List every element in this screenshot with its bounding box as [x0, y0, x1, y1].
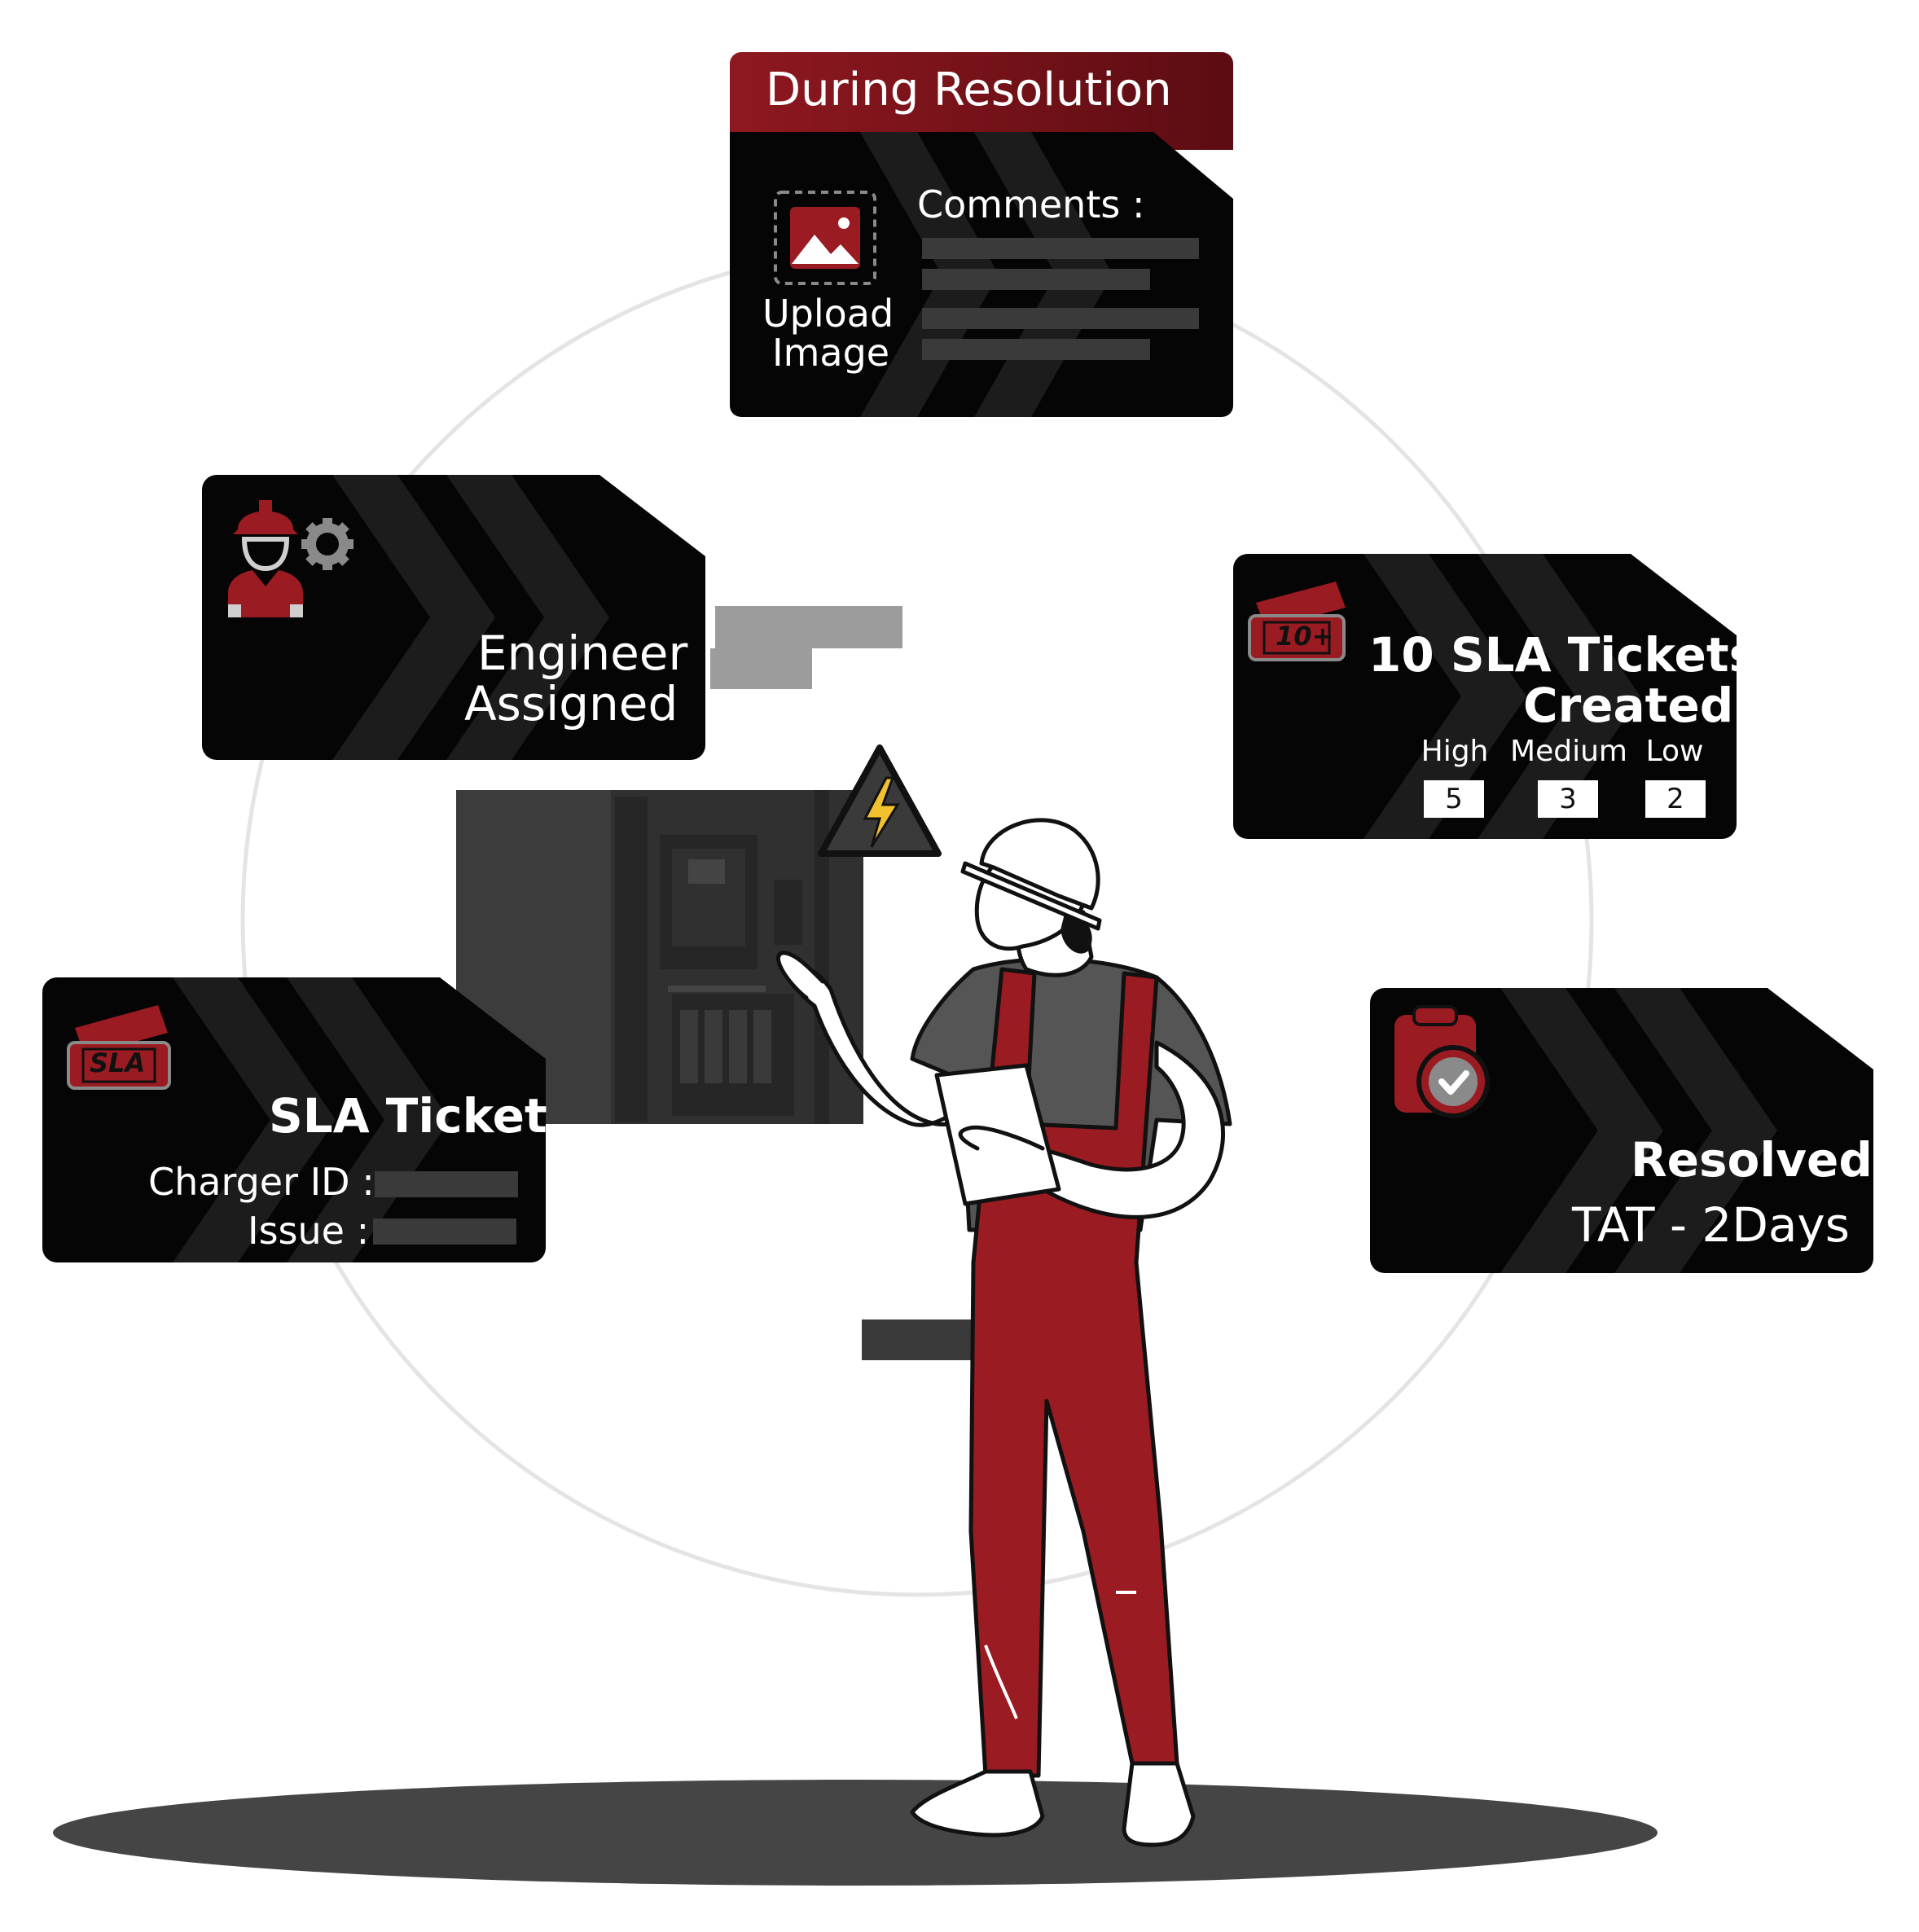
comment-line [922, 339, 1150, 360]
sla-ticket-title: SLA Ticket [269, 1088, 547, 1144]
image-upload-icon [774, 191, 876, 285]
gray-block [710, 648, 812, 689]
priority-label-high: High [1421, 735, 1489, 768]
resolved-card [1370, 988, 1873, 1273]
during-resolution-title: During Resolution [766, 64, 1172, 116]
comment-line [922, 238, 1199, 259]
priority-count-medium: 3 [1538, 780, 1598, 818]
priority-count-high: 5 [1424, 780, 1484, 818]
comments-label: Comments : [917, 182, 1145, 226]
resolved-title: Resolved [1631, 1132, 1873, 1188]
charger-id-value [375, 1171, 518, 1197]
clipboard-check-icon [1394, 1005, 1490, 1118]
sla-tickets-created-line2: Created [1523, 678, 1734, 733]
priority-count-low: 2 [1645, 780, 1706, 818]
issue-value [373, 1218, 516, 1245]
engineer-gear-icon [228, 500, 354, 617]
engineer-assigned-line1: Engineer [477, 626, 688, 681]
during-resolution-card: During Resolution Upload Image Comments … [730, 52, 1233, 417]
ticket-badge: 10+ [1276, 621, 1334, 652]
sla-badge: SLA [90, 1047, 146, 1078]
engineer-assigned-line2: Assigned [464, 676, 678, 731]
gray-block [715, 606, 902, 648]
upload-label-line2: Image [772, 331, 890, 375]
sla-tickets-created-line1: 10 SLA Tickets [1368, 627, 1758, 683]
sla-ticket-icon [67, 1005, 171, 1090]
comment-line [922, 308, 1199, 329]
ticket-stack-icon [1248, 582, 1346, 661]
upload-label-line1: Upload [762, 292, 894, 336]
comment-line [922, 269, 1150, 290]
issue-label: Issue : [248, 1209, 370, 1253]
charger-id-label: Charger ID : [148, 1160, 375, 1204]
priority-label-low: Low [1645, 735, 1704, 768]
resolved-tat: TAT - 2Days [1572, 1197, 1850, 1253]
dark-block [862, 1319, 976, 1360]
high-voltage-warning-icon [818, 744, 942, 857]
technician-figure [775, 818, 1232, 1847]
priority-label-medium: Medium [1510, 735, 1627, 768]
